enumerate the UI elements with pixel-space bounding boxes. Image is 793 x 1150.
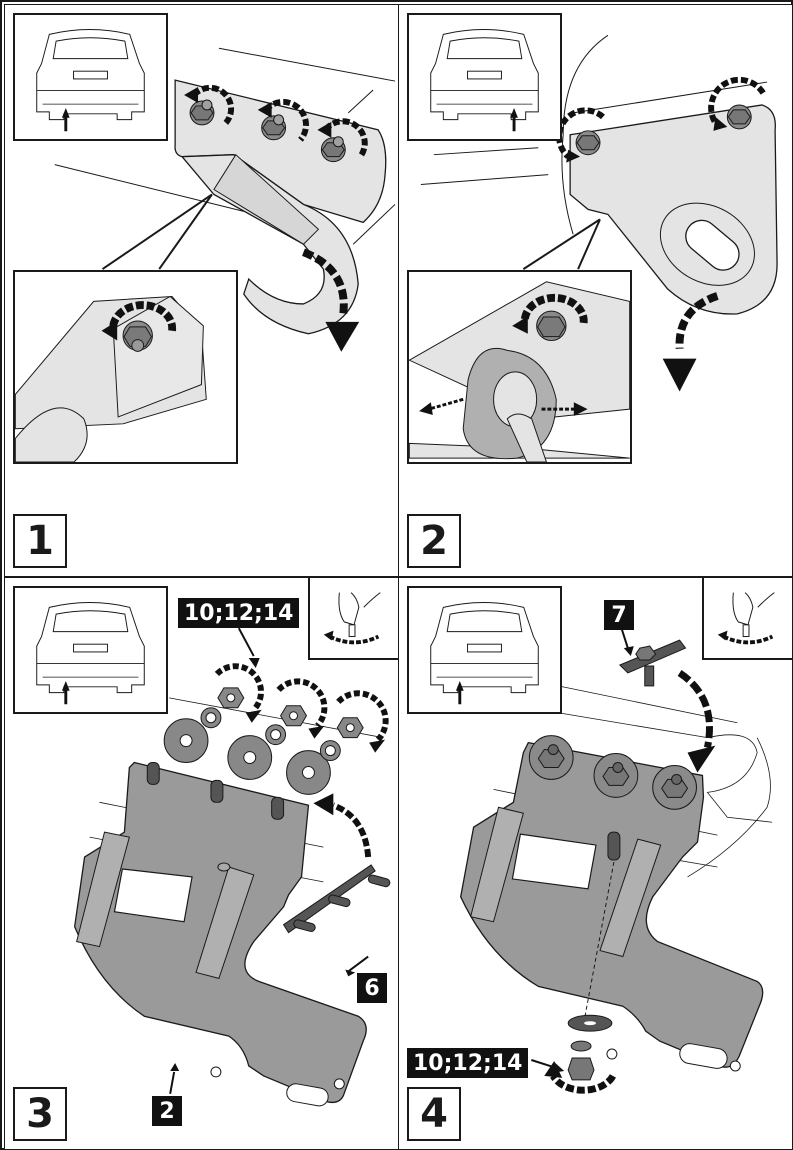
up-arrow-icon	[510, 108, 518, 132]
nut-detail-inset	[13, 270, 238, 464]
rotate-cw-arrow-icon	[214, 663, 389, 742]
part-label-nuts-washers: 10;12;14	[178, 598, 300, 628]
part-label-t-bolt: 7	[604, 600, 634, 630]
washer	[227, 735, 273, 780]
car-rear-view-icon	[36, 602, 145, 694]
vehicle-location-inset	[13, 586, 168, 714]
spring-washer	[200, 707, 222, 729]
stud	[146, 762, 160, 785]
vehicle-location-inset	[407, 586, 562, 714]
hand-tighten-icon	[717, 592, 775, 645]
exhaust-hanger-illustration	[409, 281, 630, 462]
nut	[726, 104, 752, 130]
rotate-ccw-arrow-icon	[556, 76, 766, 159]
nut	[567, 1057, 595, 1081]
hand-tighten-inset	[308, 578, 398, 660]
exhaust-hanger-detail-inset	[407, 270, 632, 464]
step-1-illustration	[54, 47, 396, 352]
washer	[163, 718, 209, 764]
hand-tighten-inset	[702, 578, 792, 660]
step-3-panel: 10;12;14 6 2 3	[4, 577, 399, 1150]
car-rear-view-icon	[430, 29, 539, 121]
step-3-illustration	[73, 627, 391, 1107]
nut	[320, 136, 346, 163]
spring-washer	[570, 1040, 592, 1052]
nut	[280, 705, 308, 727]
tow-bracket	[569, 104, 778, 315]
stud	[271, 796, 285, 820]
up-arrow-icon	[455, 681, 464, 705]
nut-detail-illustration	[15, 295, 207, 462]
step-2-illustration	[420, 34, 778, 392]
nut-with-washer	[652, 765, 697, 810]
remove-down-arrow-icon	[301, 248, 360, 352]
car-rear-view-icon	[36, 29, 145, 121]
spring-washer	[319, 740, 341, 762]
vehicle-location-inset	[13, 13, 168, 141]
spring-washer	[265, 724, 287, 746]
nut	[217, 687, 245, 709]
nut-with-washer	[528, 735, 574, 780]
nut-with-washer	[593, 753, 639, 798]
up-arrow-icon	[61, 681, 70, 705]
hand-tighten-icon	[323, 592, 381, 645]
insert-arrow-icon	[313, 793, 372, 858]
step-number-badge: 2	[407, 514, 461, 568]
hook-bracket	[174, 79, 387, 335]
stud	[210, 779, 224, 803]
nut	[261, 114, 287, 141]
rotate-ccw-arrow-icon	[191, 84, 368, 159]
car-rear-view-icon	[430, 602, 539, 694]
washer	[567, 1014, 613, 1032]
nut	[575, 130, 601, 156]
remove-down-arrow-icon	[662, 292, 719, 392]
nut	[336, 717, 364, 739]
step-number-badge: 1	[13, 514, 67, 568]
t-bolt	[618, 639, 687, 687]
up-arrow-icon	[61, 108, 70, 132]
part-label-bolt-plate: 6	[357, 973, 387, 1003]
part-label-washer-nut: 10;12;14	[407, 1048, 529, 1078]
mounting-bracket	[460, 741, 764, 1072]
pull-apart-arrows-icon	[419, 397, 588, 416]
mounting-bracket	[73, 761, 367, 1107]
step-number-badge: 4	[407, 1087, 461, 1141]
bolt-plate	[282, 864, 391, 934]
step-4-panel: 7 10;12;14 4	[398, 577, 793, 1150]
vehicle-location-inset	[407, 13, 562, 141]
step-4-illustration	[460, 622, 773, 1094]
step-2-panel: 2	[398, 4, 793, 577]
part-label-bracket: 2	[152, 1096, 182, 1126]
step-number-badge: 3	[13, 1087, 67, 1141]
insert-arrow-icon	[677, 670, 716, 773]
nut	[189, 99, 215, 126]
step-1-panel: 1	[4, 4, 399, 577]
washer	[286, 750, 331, 795]
